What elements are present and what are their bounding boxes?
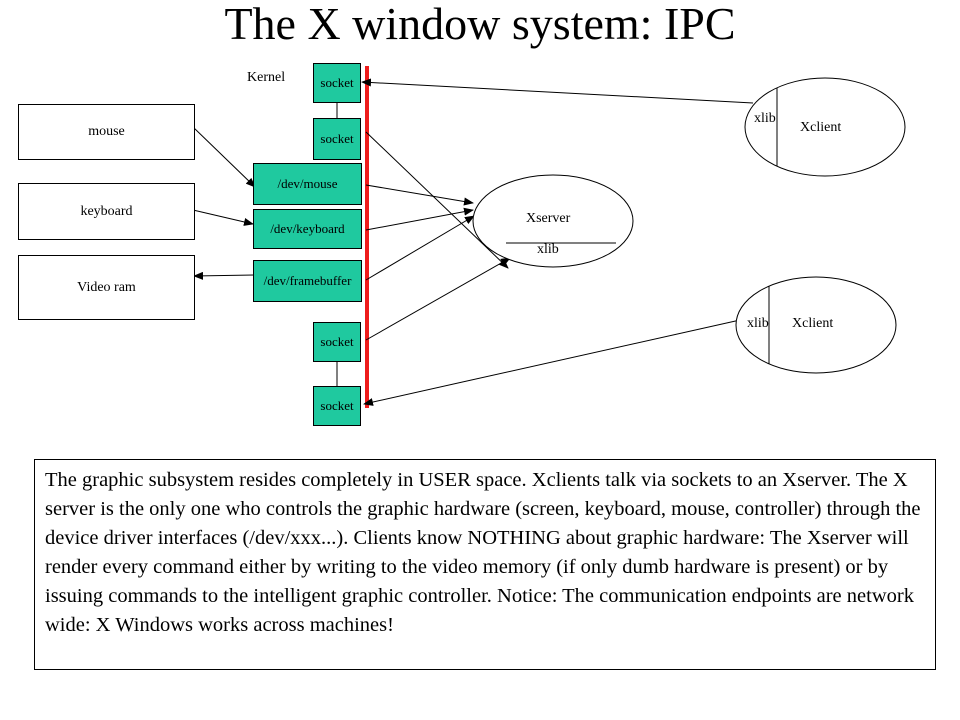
arrow-framebuffer-to-videoram bbox=[193, 271, 255, 280]
xclient-bottom-label: Xclient bbox=[792, 316, 834, 331]
dev-mouse-node: /dev/mouse bbox=[253, 163, 362, 205]
arrow-keyboard-to-devkeyboard bbox=[192, 209, 254, 226]
xclient-bottom-ellipse bbox=[735, 276, 897, 374]
dev-framebuffer-node: /dev/framebuffer bbox=[253, 260, 362, 302]
mouse-device-box: mouse bbox=[18, 104, 195, 160]
dev-keyboard-node: /dev/keyboard bbox=[253, 209, 362, 249]
video-ram-box: Video ram bbox=[18, 255, 195, 320]
xclient-top-label: Xclient bbox=[800, 120, 842, 135]
arrow-framebuffer-to-xserver bbox=[365, 215, 475, 281]
socket-node-3: socket bbox=[313, 322, 361, 362]
kernel-label: Kernel bbox=[247, 70, 286, 85]
arrow-xclient-bottom-to-socket4 bbox=[363, 319, 741, 406]
xclient-top-ellipse bbox=[744, 77, 906, 177]
description-text-box: The graphic subsystem resides completely… bbox=[34, 459, 936, 670]
arrow-devmouse-to-xserver bbox=[365, 184, 474, 206]
xclient-bottom-xlib-label: xlib bbox=[747, 316, 769, 331]
page-title: The X window system: IPC bbox=[224, 0, 736, 49]
arrow-socket3-to-xserver bbox=[365, 257, 511, 341]
arrow-devkeyboard-to-xserver bbox=[365, 207, 474, 231]
xserver-xlib-label: xlib bbox=[537, 242, 559, 257]
socket-node-4: socket bbox=[313, 386, 361, 426]
arrow-xclient-top-to-socket1 bbox=[361, 78, 754, 104]
arrow-mouse-to-devmouse bbox=[192, 126, 256, 188]
xserver-ellipse bbox=[472, 174, 634, 268]
xserver-label: Xserver bbox=[526, 211, 571, 226]
socket-node-1: socket bbox=[313, 63, 361, 103]
xclient-top-xlib-label: xlib bbox=[754, 111, 776, 126]
keyboard-device-box: keyboard bbox=[18, 183, 195, 240]
socket-node-2: socket bbox=[313, 118, 361, 160]
